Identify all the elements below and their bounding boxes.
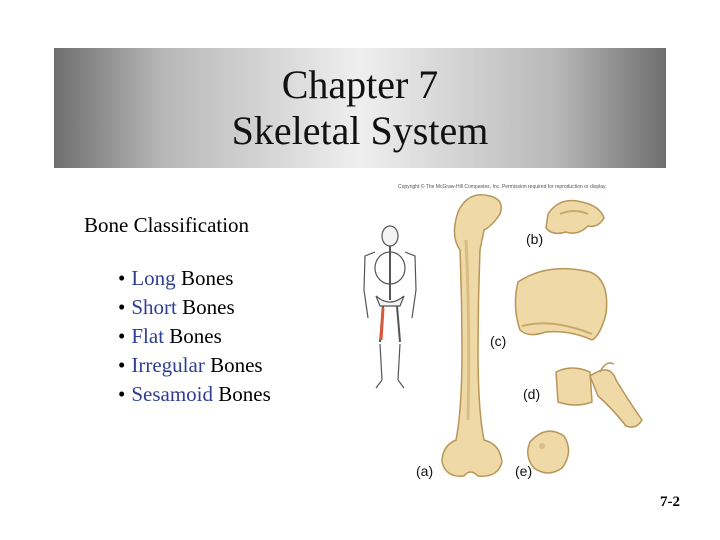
- title-banner: Chapter 7 Skeletal System: [54, 48, 666, 168]
- bullet-glyph: •: [118, 353, 126, 377]
- short-bone: [545, 199, 605, 235]
- list-item: •Long Bones: [118, 264, 271, 293]
- skeleton-figure: [363, 225, 417, 389]
- figure-label-b: (b): [526, 231, 544, 247]
- bullet-glyph: •: [118, 266, 126, 290]
- figure-label-d: (d): [523, 386, 541, 402]
- list-item: •Flat Bones: [118, 322, 271, 351]
- flat-bone: [514, 267, 608, 341]
- classification-term: Irregular: [131, 353, 205, 377]
- figure-label-c: (c): [490, 333, 507, 349]
- slide-title-line-1: Chapter 7: [281, 62, 439, 107]
- classification-suffix: Bones: [204, 353, 263, 377]
- bone-classification-list: •Long Bones •Short Bones •Flat Bones •Ir…: [118, 264, 271, 409]
- classification-suffix: Bones: [213, 382, 271, 406]
- highlighted-femur: [379, 307, 385, 341]
- slide-title-line-2: Skeletal System: [231, 108, 489, 153]
- classification-suffix: Bones: [176, 295, 235, 319]
- figure-label-a: (a): [416, 463, 434, 479]
- figure-copyright: Copyright © The McGraw-Hill Companies, I…: [398, 184, 607, 190]
- list-item: •Sesamoid Bones: [118, 380, 271, 409]
- slide-number: 7-2: [660, 494, 680, 510]
- irregular-bone: [555, 362, 643, 428]
- classification-term: Flat: [131, 324, 165, 348]
- bullet-glyph: •: [118, 382, 126, 406]
- classification-suffix: Bones: [164, 324, 222, 348]
- sesamoid-bone: [527, 430, 570, 474]
- list-item: •Short Bones: [118, 293, 271, 322]
- classification-term: Sesamoid: [131, 382, 214, 406]
- bullet-glyph: •: [118, 295, 126, 319]
- section-heading: Bone Classification: [84, 213, 250, 237]
- classification-term: Short: [131, 295, 177, 319]
- figure-label-e: (e): [515, 463, 533, 479]
- classification-term: Long: [131, 266, 176, 290]
- femur-long-bone: [441, 194, 503, 477]
- bullet-glyph: •: [118, 324, 126, 348]
- classification-suffix: Bones: [175, 266, 234, 290]
- list-item: •Irregular Bones: [118, 351, 271, 380]
